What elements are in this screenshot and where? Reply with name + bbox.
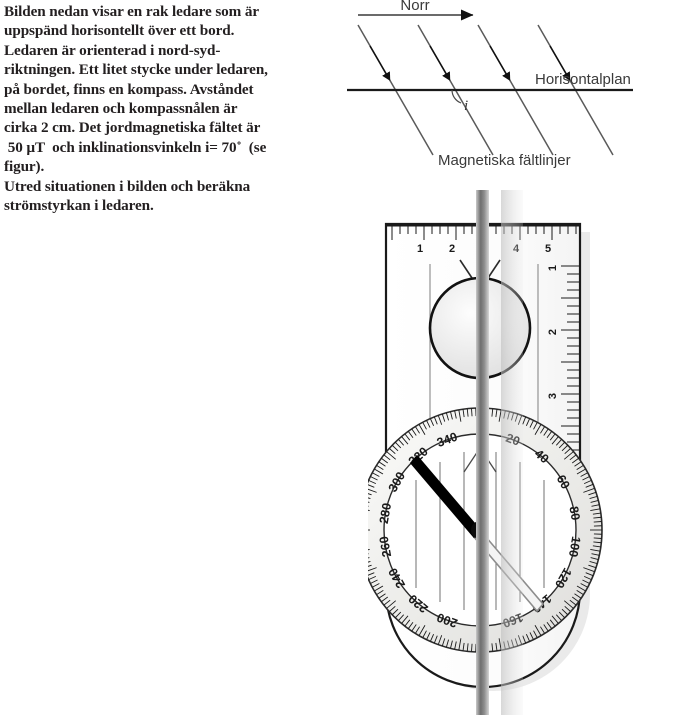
dial-number: 200 <box>435 610 459 630</box>
ruler-top-number: 2 <box>449 243 455 255</box>
conductor-wire-group <box>476 190 523 715</box>
problem-line: Ledaren är orienterad i nord-syd- <box>4 41 221 59</box>
ruler-right-number: 3 <box>547 393 559 399</box>
dial-number: 340 <box>435 430 459 450</box>
field-line-arrow <box>369 45 391 81</box>
problem-line: figur). <box>4 158 45 176</box>
north-arrow-group: Norr <box>358 0 474 21</box>
problem-line: uppspänd horisontellt över ett bord. <box>4 22 235 40</box>
problem-line: cirka 2 cm. Det jordmagnetiska fältet är <box>4 119 261 137</box>
compass-illustration: 1 2 3 4 5 <box>368 190 630 715</box>
problem-line: Bilden nedan visar en rak ledare som är <box>4 3 260 20</box>
problem-line: mellan ledaren och kompassnålen är <box>4 100 238 118</box>
field-line-arrow <box>549 45 571 81</box>
field-line-arrow <box>489 45 511 81</box>
field-line-arrow <box>429 45 451 81</box>
inclination-angle-arc <box>451 89 462 104</box>
ruler-top-number: 5 <box>545 243 551 255</box>
inclination-angle-label: i <box>464 98 468 114</box>
ruler-top-number: 1 <box>417 243 423 255</box>
dial-number: 280 <box>377 502 394 525</box>
dial-number: 100 <box>566 535 583 558</box>
baseplate-guide-lines <box>429 264 539 440</box>
dial-number: 80 <box>566 505 582 521</box>
problem-line: riktningen. Ett litet stycke under ledar… <box>4 61 268 79</box>
ruler-right-number: 1 <box>547 265 559 271</box>
problem-line-values: 50 µT och inklinationsvinkeln i= 70˚ (se <box>4 138 267 156</box>
dial-number: 260 <box>377 535 394 558</box>
problem-line: strömstyrkan i ledaren. <box>4 197 154 215</box>
field-lines-label: Magnetiska fältlinjer <box>438 152 571 169</box>
north-label: Norr <box>400 0 429 14</box>
problem-line: på bordet, finns en kompass. Avståndet <box>4 80 254 98</box>
sight-notch-left <box>459 259 473 279</box>
problem-statement: Bilden nedan visar en rak ledare som är … <box>4 2 334 215</box>
dial-number: 60 <box>554 472 573 491</box>
ruler-right-number: 2 <box>547 329 559 335</box>
conductor-wire <box>476 190 489 715</box>
sight-notch-right <box>487 259 501 279</box>
wire-shadow <box>501 190 523 715</box>
horizontal-plane-label: Horisontalplan <box>535 71 631 88</box>
problem-line: Utred situationen i bilden och beräkna <box>4 177 251 195</box>
magnetic-field-diagram: Norr Horisontalplan i Magnetiska fältlin <box>338 0 688 185</box>
